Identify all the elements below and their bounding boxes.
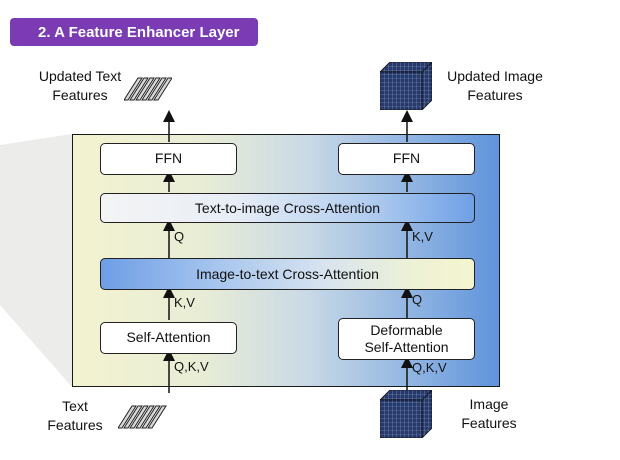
arrow-label-left-q: Q (174, 229, 185, 244)
image-feature-cube-icon (380, 390, 432, 438)
text-to-image-label: Text-to-image Cross-Attention (194, 200, 381, 216)
ffn-left-block: FFN (100, 143, 237, 175)
updated-image-features-label: Updated Image Features (440, 67, 550, 105)
deformable-label-line1: Deformable (370, 321, 443, 338)
self-attention-block: Self-Attention (100, 322, 237, 354)
image-features-line1: Image (469, 396, 509, 412)
deformable-label-line2: Self-Attention (364, 339, 449, 355)
updated-image-line1: Updated Image (447, 68, 543, 84)
section-title-text: 2. A Feature Enhancer Layer (38, 23, 240, 41)
updated-image-feature-cube-icon (380, 62, 432, 110)
updated-text-feature-bars-icon (124, 77, 172, 101)
arrow-label-right-qkv: Q,K,V (412, 360, 447, 375)
arrow-label-right-kv: K,V (412, 229, 433, 244)
text-to-image-cross-attention-block: Text-to-image Cross-Attention (100, 193, 475, 223)
arrow-label-right-q: Q (412, 292, 423, 307)
text-features-label: Text Features (45, 397, 105, 435)
section-title: 2. A Feature Enhancer Layer (10, 18, 258, 46)
self-attention-label: Self-Attention (126, 329, 211, 346)
text-features-line2: Features (47, 416, 103, 433)
ffn-right-block: FFN (338, 143, 475, 175)
arrow-label-left-kv: K,V (174, 295, 195, 310)
image-to-text-cross-attention-block: Image-to-text Cross-Attention (100, 258, 475, 290)
text-features-line1: Text (62, 398, 88, 414)
updated-text-line2: Features (52, 86, 108, 103)
image-to-text-label: Image-to-text Cross-Attention (196, 266, 379, 282)
updated-text-line1: Updated Text (38, 68, 122, 84)
image-features-label: Image Features (455, 395, 523, 433)
updated-text-features-label: Updated Text Features (30, 67, 130, 105)
updated-image-line2: Features (467, 86, 523, 103)
arrow-label-left-qkv: Q,K,V (174, 359, 209, 374)
image-features-line2: Features (461, 414, 517, 431)
text-feature-bars-icon (118, 405, 167, 429)
ffn-left-label: FFN (154, 150, 183, 167)
ffn-right-label: FFN (392, 150, 421, 167)
deformable-self-attention-block: Deformable Self-Attention (338, 318, 475, 360)
